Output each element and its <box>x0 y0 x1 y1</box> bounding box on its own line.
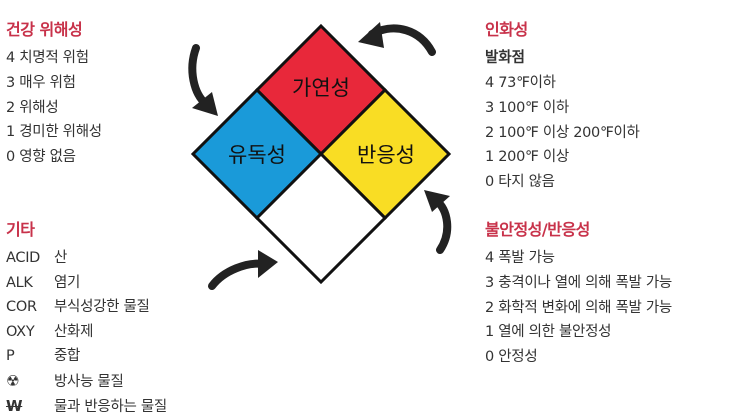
flammability-level-3: 3 100℉ 이하 <box>485 99 569 116</box>
other-hazard-title: 기타 <box>6 220 35 239</box>
reactivity-level-1: 1 열에 의한 불안정성 <box>485 324 612 341</box>
health-level-0: 0 영향 없음 <box>6 149 76 166</box>
curved-arrow-icon <box>358 22 436 56</box>
health-level-1: 1 경미한 위해성 <box>6 124 102 141</box>
flammability-panel: 인화성 발화점 4 73℉이하 3 100℉ 이하 2 100℉ 이상 200℉… <box>485 16 640 195</box>
other-item-radioactive: ☢방사능 물질 <box>6 369 167 395</box>
reactivity-level-0: 0 안정성 <box>485 349 538 366</box>
curved-arrow-icon <box>424 190 452 254</box>
reactivity-level-2: 2 화학적 변화에 의해 폭발 가능 <box>485 299 672 316</box>
reactivity-title: 불안정성/반응성 <box>485 220 590 239</box>
health-hazard-panel: 건강 위해성 4 치명적 위험 3 매우 위험 2 위해성 1 경미한 위해성 … <box>6 16 102 170</box>
flammability-title: 인화성 <box>485 20 528 39</box>
health-level-4: 4 치명적 위험 <box>6 50 89 66</box>
health-hazard-title: 건강 위해성 <box>6 20 83 39</box>
flammability-level-0: 0 타지 않음 <box>485 174 555 191</box>
health-level-2: 2 위해성 <box>6 99 59 116</box>
flammability-level-2: 2 100℉ 이상 200℉이하 <box>485 124 640 141</box>
curved-arrow-icon <box>188 44 218 116</box>
water-reactive-icon: W <box>6 397 23 415</box>
health-level-3: 3 매우 위험 <box>6 74 76 91</box>
flash-point-subtitle: 발화점 <box>485 50 526 66</box>
curved-arrow-icon <box>208 250 278 290</box>
health-label: 유독성 <box>228 143 286 167</box>
flammability-level-1: 1 200℉ 이상 <box>485 149 569 166</box>
radiation-icon: ☢ <box>6 371 20 390</box>
nfpa-diamond <box>190 23 452 285</box>
flammability-label: 가연성 <box>292 76 350 100</box>
reactivity-level-4: 4 폭발 가능 <box>485 250 555 266</box>
reactivity-panel: 불안정성/반응성 4 폭발 가능 3 충격이나 열에 의해 폭발 가능 2 화학… <box>485 216 672 370</box>
reactivity-level-3: 3 충격이나 열에 의해 폭발 가능 <box>485 274 672 291</box>
special-square <box>254 151 388 285</box>
flammability-level-4: 4 73℉이하 <box>485 75 556 91</box>
reactivity-label: 반응성 <box>357 143 415 167</box>
